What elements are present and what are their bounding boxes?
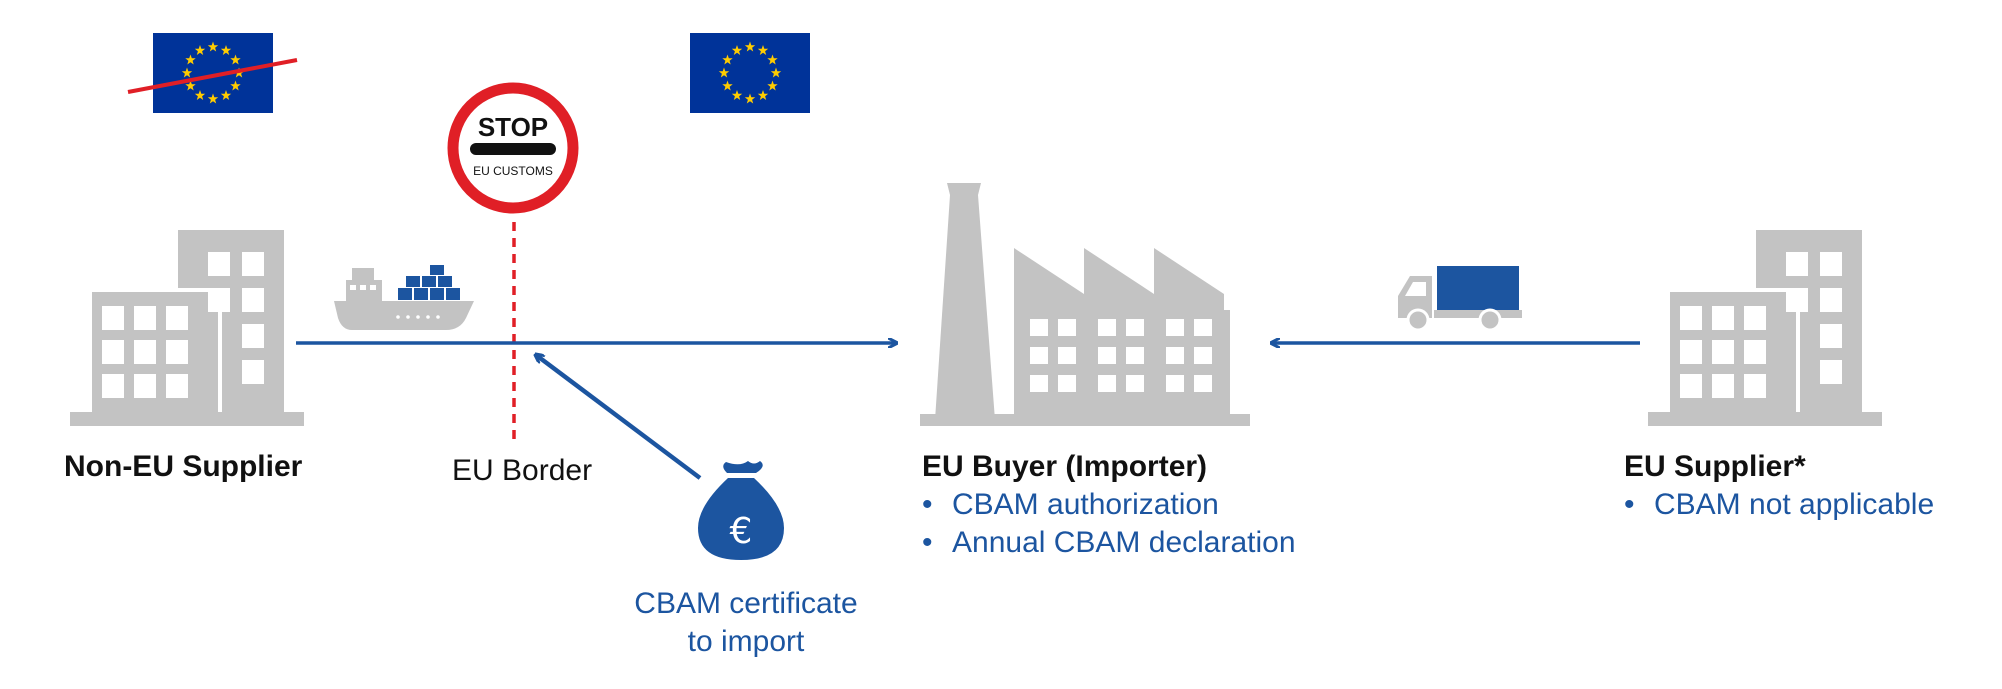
eu-supplier-building-icon (1646, 228, 1884, 428)
certificate-arrow (536, 355, 702, 480)
euro-symbol: € (730, 511, 753, 552)
non-eu-supplier-title: Non-EU Supplier (64, 450, 303, 483)
certificate-line-2: to import (687, 625, 805, 658)
cargo-ship-icon (334, 265, 474, 330)
money-bag-euro-icon: € (698, 461, 784, 560)
factory-icon (920, 183, 1250, 426)
stop-sign-word: STOP (478, 112, 548, 142)
eu-buyer-bullet-2: Annual CBAM declaration (922, 528, 1296, 558)
eu-border-label: EU Border (452, 454, 593, 487)
eu-buyer-title: EU Buyer (Importer) (922, 450, 1208, 483)
eu-flag-crossed-icon (127, 33, 298, 113)
truck-icon (1398, 266, 1522, 332)
eu-flag-icon (690, 33, 810, 113)
eu-buyer-bullet-1: CBAM authorization (922, 490, 1219, 520)
stop-sign-icon: STOP EU CUSTOMS (447, 82, 579, 214)
certificate-label: CBAM certificate to import (620, 585, 872, 661)
eu-supplier-bullet-1: CBAM not applicable (1624, 490, 1934, 520)
stop-sign-subtitle: EU CUSTOMS (473, 164, 553, 178)
eu-supplier-title: EU Supplier* (1624, 450, 1806, 483)
certificate-line-1: CBAM certificate (634, 587, 858, 620)
non-eu-supplier-building-icon (68, 228, 306, 428)
